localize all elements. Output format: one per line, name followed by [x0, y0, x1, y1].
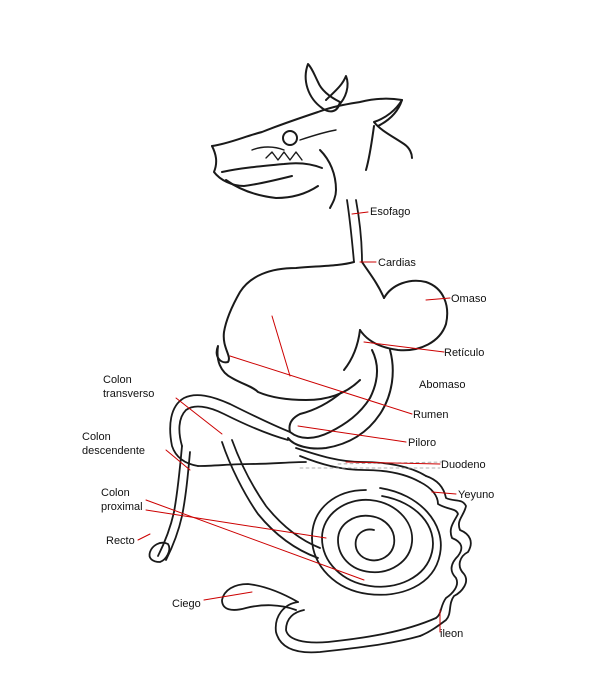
muzzle-outline — [211, 145, 293, 187]
label-abomaso: Abomaso — [419, 379, 465, 391]
leader-colon-proximal-2 — [145, 509, 327, 539]
leader-ciego — [203, 591, 253, 601]
cardias-outline — [361, 261, 385, 299]
leader-colon-proximal-1 — [145, 499, 365, 581]
colon-espiral-outer-2 — [311, 489, 367, 539]
leader-piloro — [297, 425, 407, 443]
yeyuno — [419, 475, 472, 637]
colon-transverso — [169, 394, 291, 467]
label-recto: Recto — [106, 535, 135, 547]
leader-reticulo — [363, 341, 445, 353]
omaso-outline — [359, 279, 449, 352]
colon-loop-down-2 — [221, 441, 319, 559]
recto — [148, 541, 171, 563]
label-ciego: Ciego — [172, 598, 201, 610]
yeyuno-2 — [419, 481, 463, 619]
cow-head — [211, 63, 413, 209]
colon-espiral — [321, 495, 434, 588]
skull-detail-2 — [299, 129, 337, 141]
label-rumen: Rumen — [413, 409, 448, 421]
colon-espiral-outer — [311, 487, 442, 596]
abomaso-outline — [288, 349, 378, 439]
label-esofago: Esofago — [370, 206, 410, 218]
ileon — [274, 601, 421, 654]
esophagus — [346, 199, 363, 263]
ear-outline — [373, 99, 413, 159]
label-colon-proximal-1: Colon — [101, 487, 130, 499]
reticulo-outline — [343, 329, 361, 371]
leader-omaso — [425, 297, 451, 301]
leader-yeyuno — [431, 491, 457, 495]
leader-rumen-1 — [271, 315, 291, 377]
duodeno-dashed-1 — [337, 461, 443, 465]
leader-lines — [137, 211, 457, 633]
esophagus-left — [346, 199, 355, 263]
label-duodeno: Duodeno — [441, 459, 486, 471]
esophagus-right — [355, 199, 363, 263]
left-horn — [304, 63, 341, 113]
neck-back — [365, 125, 375, 171]
ciego — [221, 583, 299, 611]
labels: Esofago Cardias Omaso Retículo Abomaso R… — [82, 206, 494, 640]
label-colon-proximal-2: proximal — [101, 501, 143, 513]
teeth — [265, 151, 303, 161]
label-reticulo: Retículo — [444, 347, 484, 359]
colon-descendente — [157, 445, 183, 557]
abomaso-lower — [287, 349, 394, 450]
skull-detail — [251, 146, 285, 151]
duodeno-2 — [299, 455, 421, 483]
label-colon-descendente-2: descendente — [82, 445, 145, 457]
jaw-line — [221, 162, 323, 173]
leader-esofago — [351, 211, 369, 215]
leader-duodeno — [345, 461, 441, 465]
leader-recto — [137, 533, 151, 541]
label-omaso: Omaso — [451, 293, 486, 305]
stomach — [215, 261, 449, 450]
leader-rumen-2 — [229, 355, 413, 415]
colon-loop-down — [231, 439, 321, 549]
label-yeyuno: Yeyuno — [458, 489, 494, 501]
intestines — [148, 394, 472, 654]
colon-transverso-inner — [178, 405, 289, 447]
dashed-connectors — [299, 461, 443, 469]
ileon-2 — [285, 609, 437, 644]
colon-link — [197, 461, 307, 467]
label-ileon: ileon — [440, 628, 463, 640]
rumen-outline — [215, 261, 361, 401]
lower-jaw — [225, 179, 319, 199]
leader-colon-transverso — [175, 397, 223, 435]
label-cardias: Cardias — [378, 257, 416, 269]
label-colon-transverso-1: Colon — [103, 374, 132, 386]
leader-colon-descendente — [165, 449, 191, 471]
right-horn — [325, 75, 349, 107]
label-piloro: Piloro — [408, 437, 436, 449]
colon-descendente-2 — [165, 451, 191, 561]
eye-socket — [282, 130, 298, 146]
label-colon-transverso-2: transverso — [103, 388, 154, 400]
neck-front — [319, 149, 337, 209]
label-colon-descendente-1: Colon — [82, 431, 111, 443]
